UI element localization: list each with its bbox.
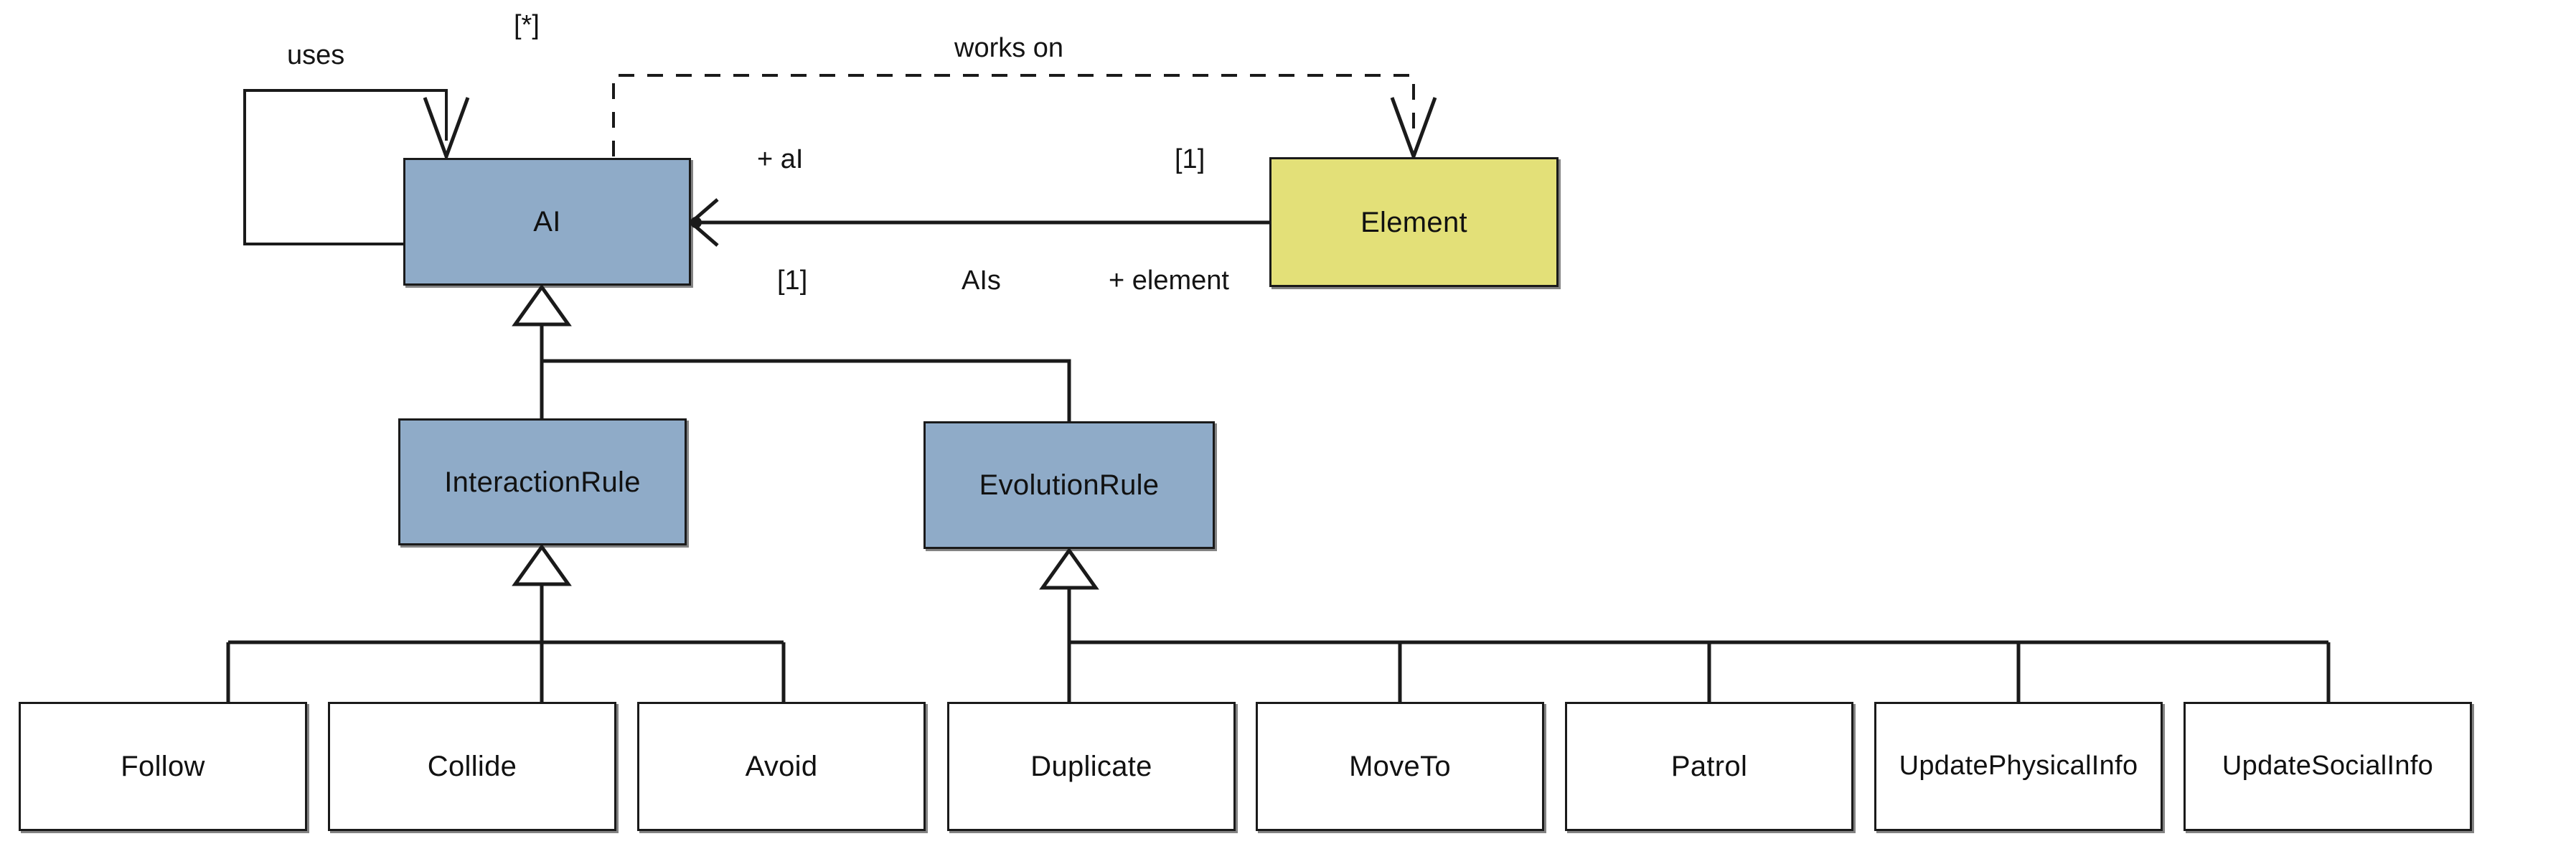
label-plus-element: + element [1109, 266, 1229, 296]
label-plus-ai: + aI [757, 144, 804, 174]
label-star-multiplicity: [*] [514, 10, 540, 40]
edge-generalization-evolutionrule [1039, 547, 2331, 702]
edge-ai-element [688, 198, 1269, 247]
label-uses: uses [287, 40, 345, 70]
label-multiplicity-one-right: [1] [1175, 144, 1205, 174]
class-box-moveto[interactable]: MoveTo [1256, 702, 1544, 831]
edge-works-on [612, 74, 1437, 162]
class-box-evolutionrule[interactable]: EvolutionRule [923, 421, 1215, 549]
class-box-updatesocialinfo[interactable]: UpdateSocialInfo [2184, 702, 2472, 831]
class-box-ai[interactable]: AI [403, 158, 691, 286]
label-works-on: works on [954, 33, 1064, 63]
class-box-duplicate[interactable]: Duplicate [947, 702, 1236, 831]
class-box-updatephysicalinfo[interactable]: UpdatePhysicalInfo [1874, 702, 2163, 831]
class-box-collide[interactable]: Collide [328, 702, 616, 831]
class-box-avoid[interactable]: Avoid [637, 702, 926, 831]
class-box-follow[interactable]: Follow [19, 702, 307, 831]
class-box-patrol[interactable]: Patrol [1565, 702, 1853, 831]
label-multiplicity-one-left: [1] [777, 266, 808, 296]
class-box-element[interactable]: Element [1269, 157, 1559, 287]
label-ais: AIs [962, 266, 1001, 296]
class-box-interactionrule[interactable]: InteractionRule [398, 418, 687, 545]
edge-generalization-ai [512, 283, 1071, 421]
edge-generalization-interactionrule [226, 543, 786, 702]
